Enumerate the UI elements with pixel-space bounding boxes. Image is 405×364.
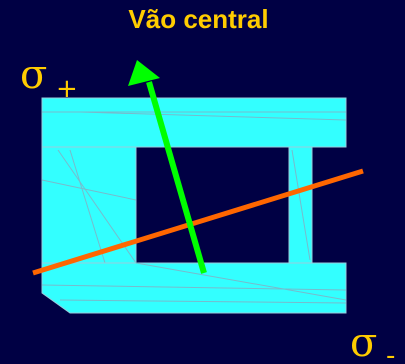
diagram-title: Vão central bbox=[128, 4, 269, 34]
bottom-flange-line-1 bbox=[41, 284, 347, 291]
sigma-plus-symbol: σ bbox=[20, 52, 47, 98]
green-arrow-shaft bbox=[146, 81, 207, 274]
right-post-line bbox=[291, 149, 311, 261]
sigma-minus-label: σ - bbox=[350, 320, 395, 364]
bottom-flange-line-2 bbox=[135, 262, 347, 301]
left-web-diag-line-3 bbox=[41, 179, 137, 201]
arrow-up-icon bbox=[128, 60, 160, 86]
left-web-diag-line-2 bbox=[69, 149, 106, 264]
sigma-minus-symbol: σ bbox=[350, 320, 377, 364]
bottom-flange-line-3 bbox=[59, 299, 347, 304]
sigma-plus-label: σ + bbox=[20, 52, 78, 104]
orange-line bbox=[32, 168, 364, 276]
top-flange bbox=[41, 97, 347, 148]
sigma-plus-subscript: + bbox=[56, 74, 78, 104]
top-flange-diag-line bbox=[79, 111, 347, 121]
sigma-minus-subscript: - bbox=[386, 341, 395, 364]
